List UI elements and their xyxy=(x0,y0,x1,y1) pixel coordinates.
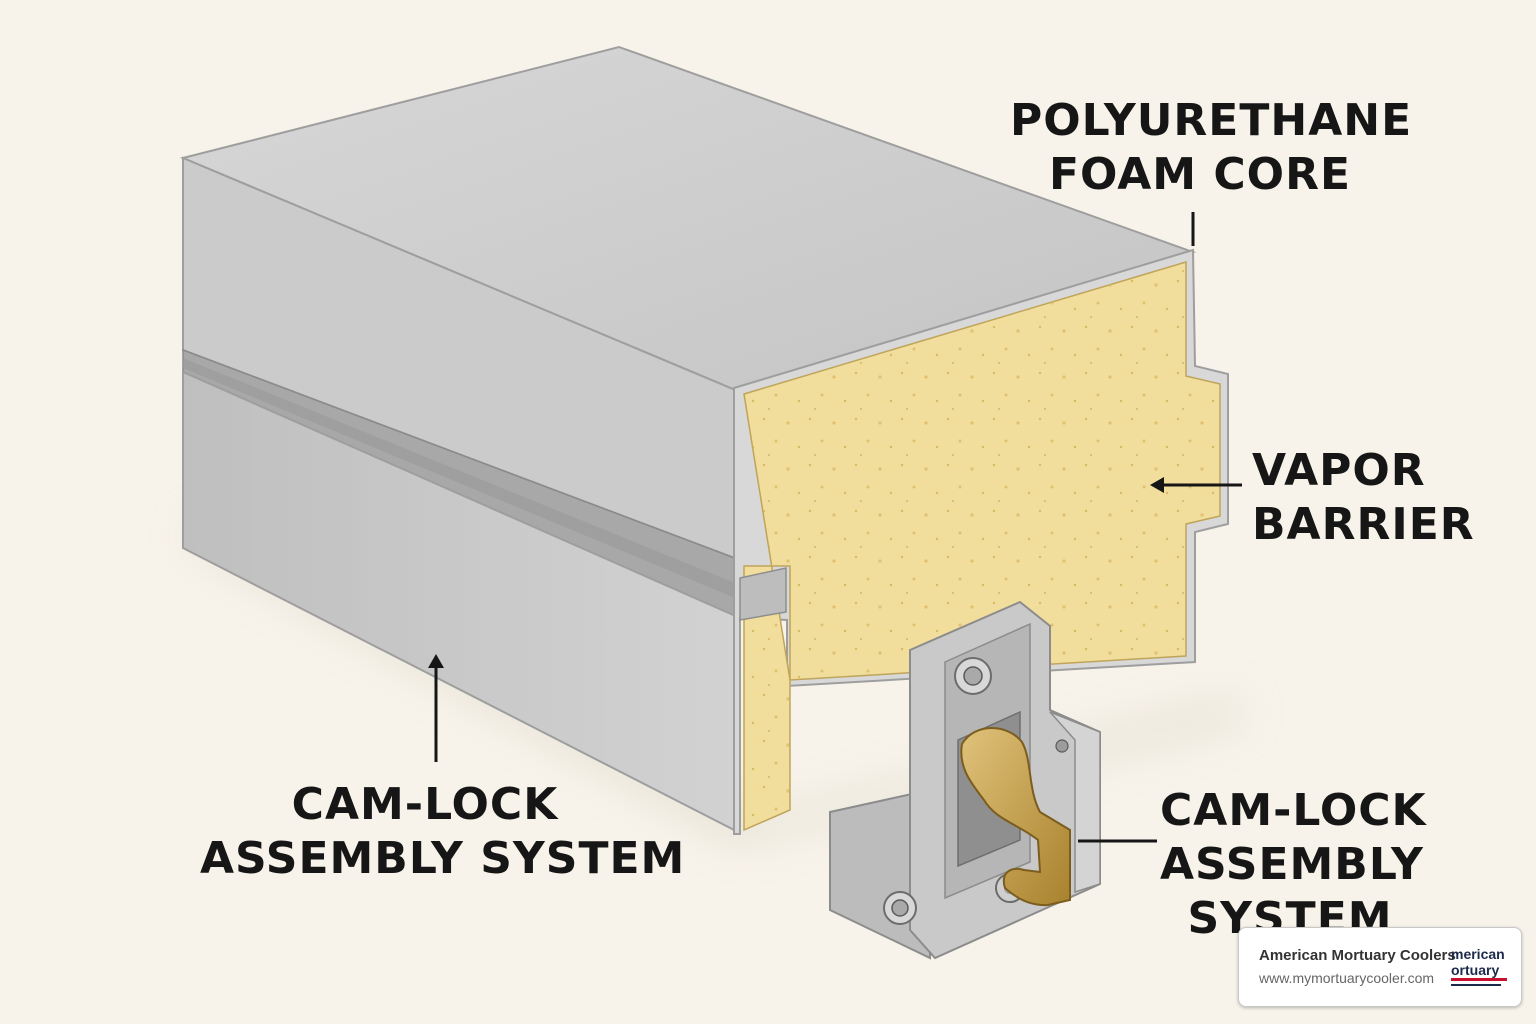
foam-core-label-line-1: POLYURETHANE xyxy=(1010,95,1413,146)
brand-logo-line-1: merican xyxy=(1451,946,1505,962)
screw-side xyxy=(1055,739,1069,753)
cam-lock-left-label: CAM-LOCK ASSEMBLY SYSTEM xyxy=(200,778,686,886)
vapor-barrier-label-line-2: BARRIER xyxy=(1252,499,1475,550)
cam-lock-right-label-line-2: ASSEMBLY xyxy=(1160,839,1424,890)
brand-badge[interactable]: American Mortuary Coolers www.mymortuary… xyxy=(1238,927,1522,1007)
brand-logo-line-2: ortuary xyxy=(1451,962,1500,978)
cam-lock-right-label-line-1: CAM-LOCK xyxy=(1160,785,1427,836)
brand-logo: merican ortuary xyxy=(1451,942,1507,992)
foam-core-label-line-2: FOAM CORE xyxy=(1048,149,1352,200)
cam-hook xyxy=(960,727,1071,907)
cam-lock-left-label-line-2: ASSEMBLY SYSTEM xyxy=(200,833,686,884)
brand-logo-navy-stripe xyxy=(1451,984,1501,986)
cam-lock-right-label: CAM-LOCK ASSEMBLY SYSTEM xyxy=(1160,784,1427,946)
cam-lock-left-arrow xyxy=(428,654,444,762)
brand-url[interactable]: www.mymortuarycooler.com xyxy=(1259,970,1435,986)
vapor-barrier-label-line-1: VAPOR xyxy=(1252,445,1426,496)
screw-top xyxy=(954,657,992,695)
brand-logo-red-stripe xyxy=(1451,978,1507,981)
foam-core-label: POLYURETHANE FOAM CORE xyxy=(1010,94,1413,202)
screw-bottom xyxy=(883,891,917,925)
vapor-barrier-arrow xyxy=(1150,477,1242,493)
brand-name: American Mortuary Coolers xyxy=(1259,947,1456,964)
vapor-barrier-label: VAPOR BARRIER xyxy=(1252,444,1475,552)
tongue-groove xyxy=(739,567,787,621)
cam-lock-left-label-line-1: CAM-LOCK xyxy=(291,779,559,830)
